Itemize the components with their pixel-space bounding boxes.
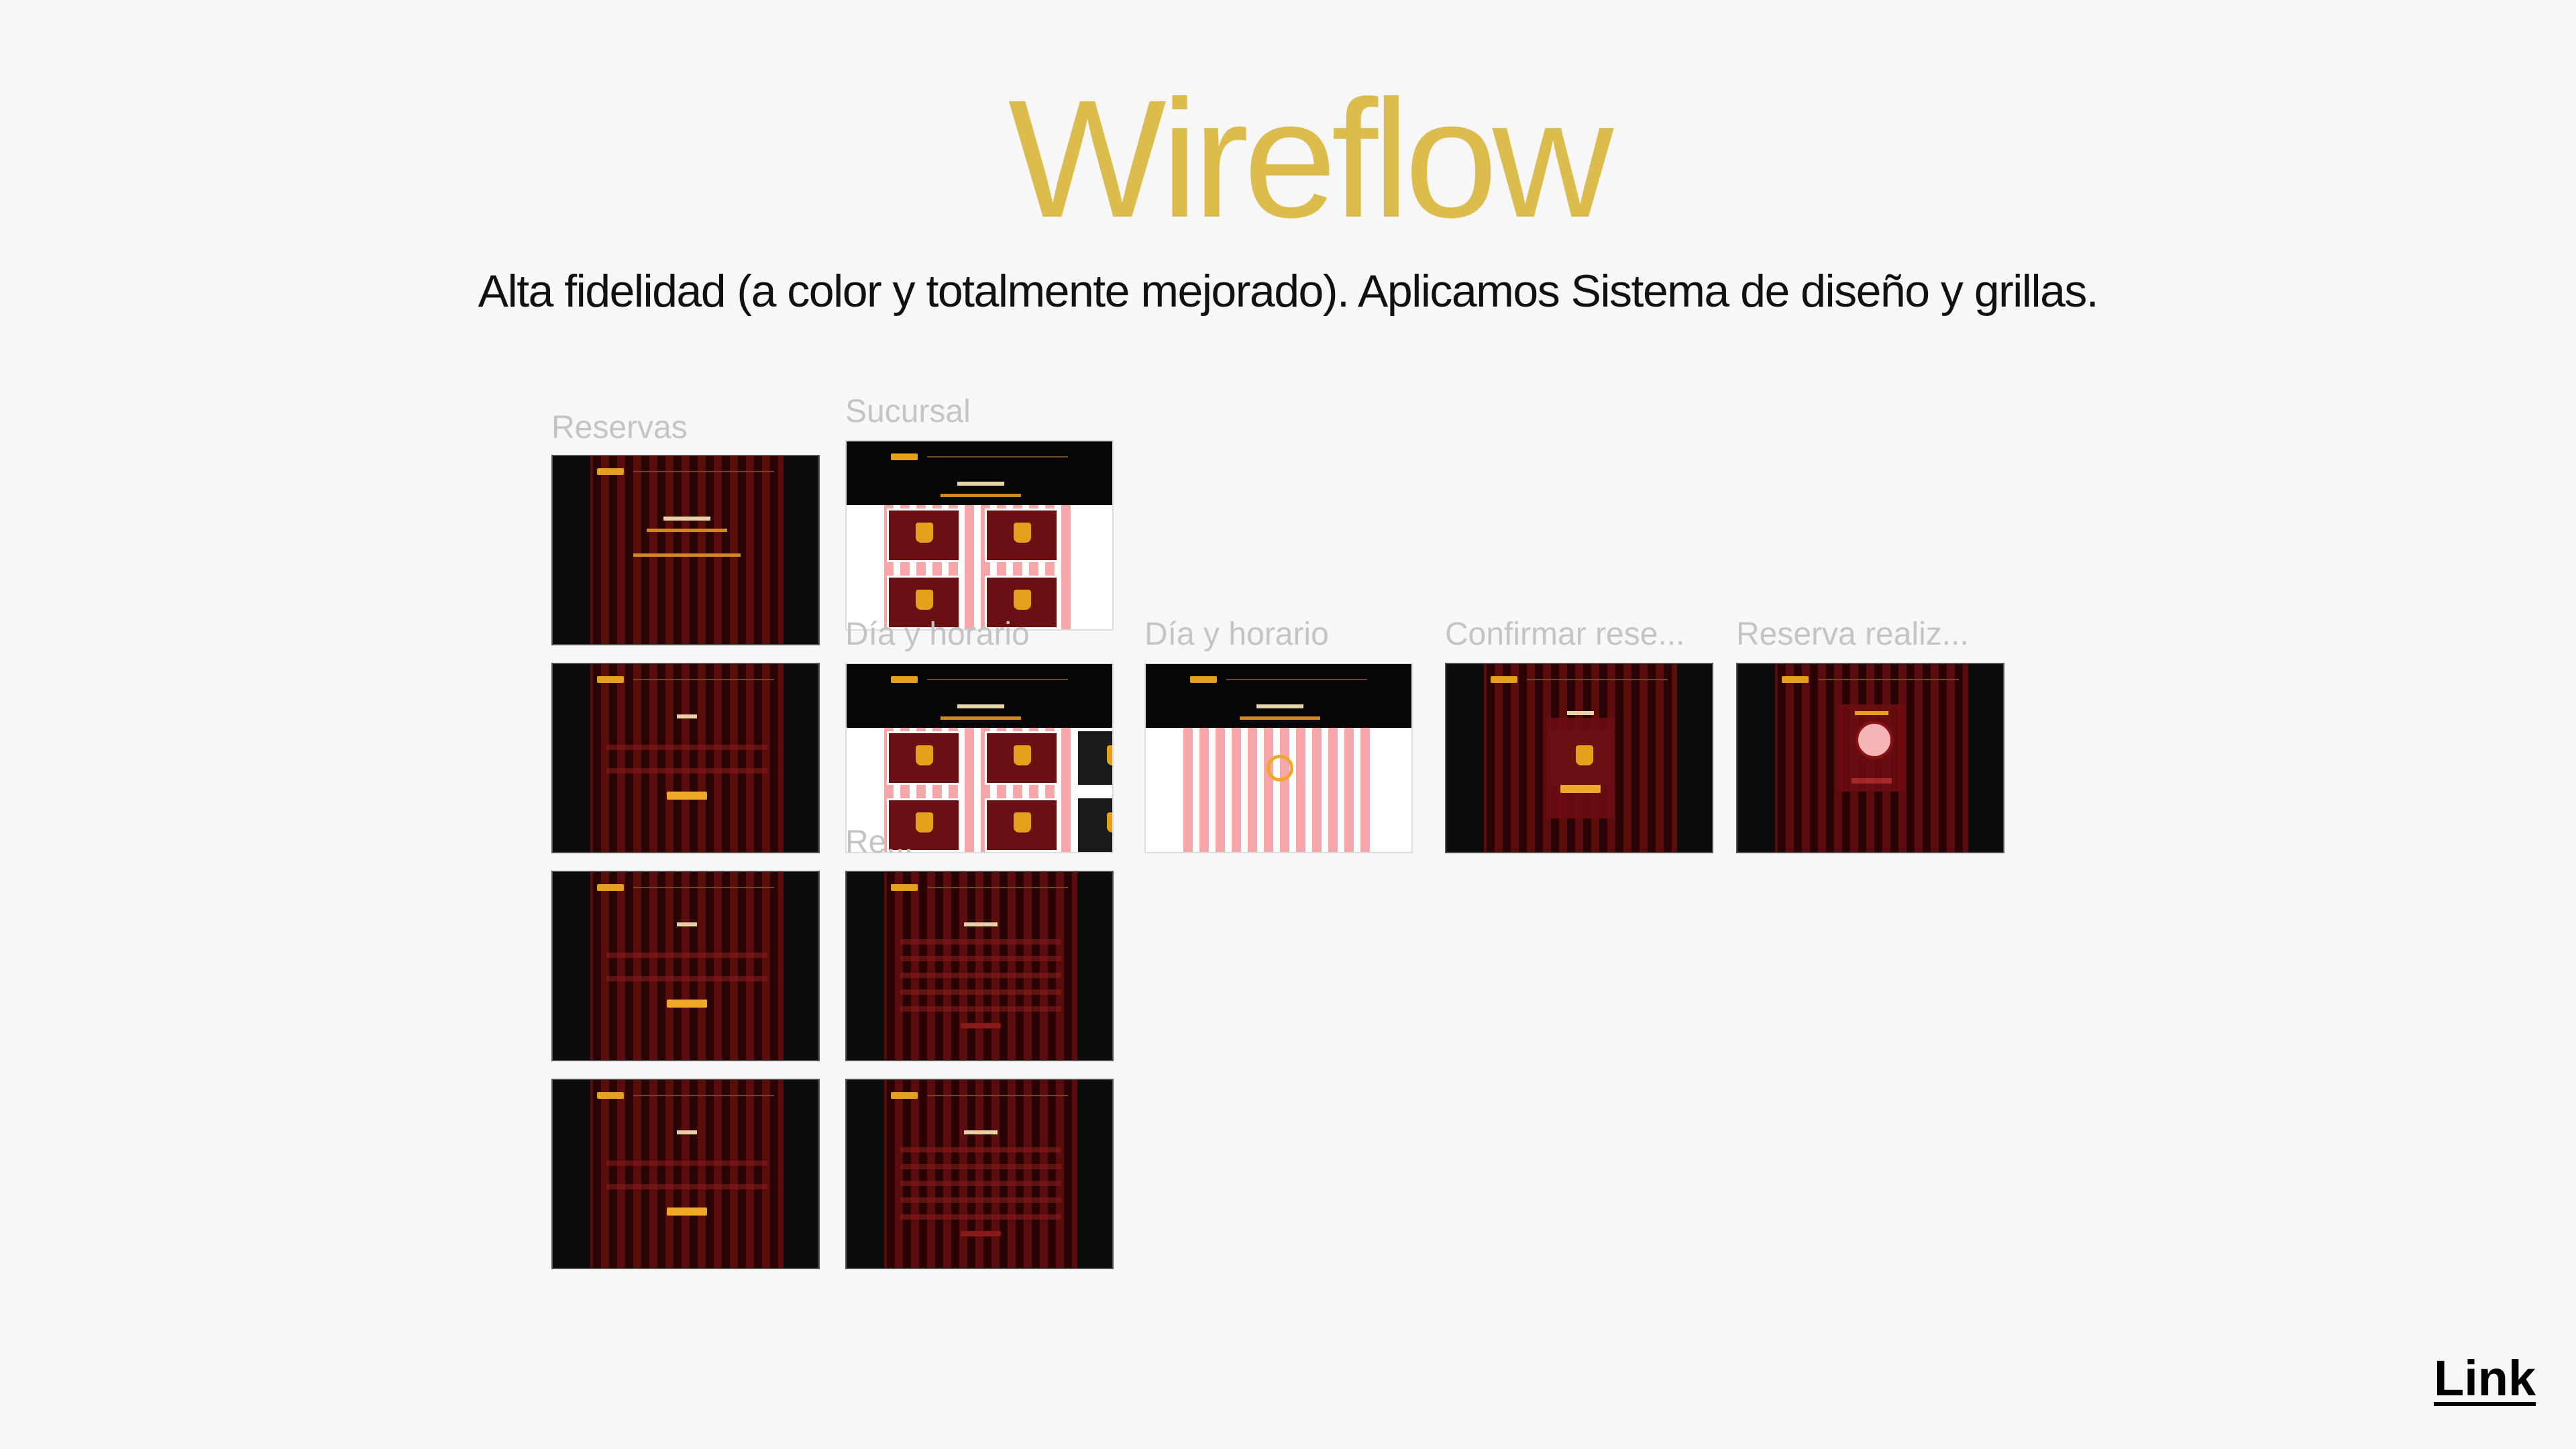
- sucursal-card[interactable]: [985, 576, 1059, 629]
- sucursal-card[interactable]: [985, 508, 1059, 562]
- frame-label-sucursal: Sucursal: [845, 394, 971, 429]
- frame-label-realizada: Reserva realiz...: [1736, 616, 1969, 652]
- frame-confirmar[interactable]: [1445, 663, 1713, 853]
- frame-label-dia-horario-2: Día y horario: [1144, 616, 1329, 652]
- login-button[interactable]: [667, 792, 707, 800]
- sucursal-card[interactable]: [887, 508, 961, 562]
- sucursal-card[interactable]: [887, 576, 961, 629]
- frame-label-confirmar: Confirmar rese...: [1445, 616, 1685, 652]
- frame-login-3[interactable]: [551, 1079, 820, 1269]
- frame-reservas[interactable]: [551, 455, 820, 645]
- avatar: [1856, 721, 1893, 759]
- frame-sucursal[interactable]: [845, 440, 1114, 631]
- frame-dia-horario-grid[interactable]: [845, 663, 1114, 853]
- frame-login[interactable]: [551, 663, 820, 853]
- frame-dia-horario-loading[interactable]: [1144, 663, 1413, 853]
- frame-label-dia-horario: Día y horario: [845, 616, 1030, 652]
- confirm-button[interactable]: [1560, 785, 1601, 793]
- page-title: Wireflow: [1008, 65, 1613, 252]
- frame-label-registro: Re...: [845, 824, 914, 860]
- frame-login-2[interactable]: [551, 871, 820, 1061]
- link[interactable]: Link: [2434, 1350, 2536, 1406]
- page-subtitle: Alta fidelidad (a color y totalmente mej…: [478, 266, 2099, 317]
- loading-spinner-icon: [1267, 755, 1293, 782]
- logo: [597, 468, 624, 475]
- frame-registro[interactable]: [845, 871, 1114, 1061]
- frame-registro-2[interactable]: [845, 1079, 1114, 1269]
- frame-label-reservas: Reservas: [551, 410, 688, 445]
- frame-realizada[interactable]: [1736, 663, 2004, 853]
